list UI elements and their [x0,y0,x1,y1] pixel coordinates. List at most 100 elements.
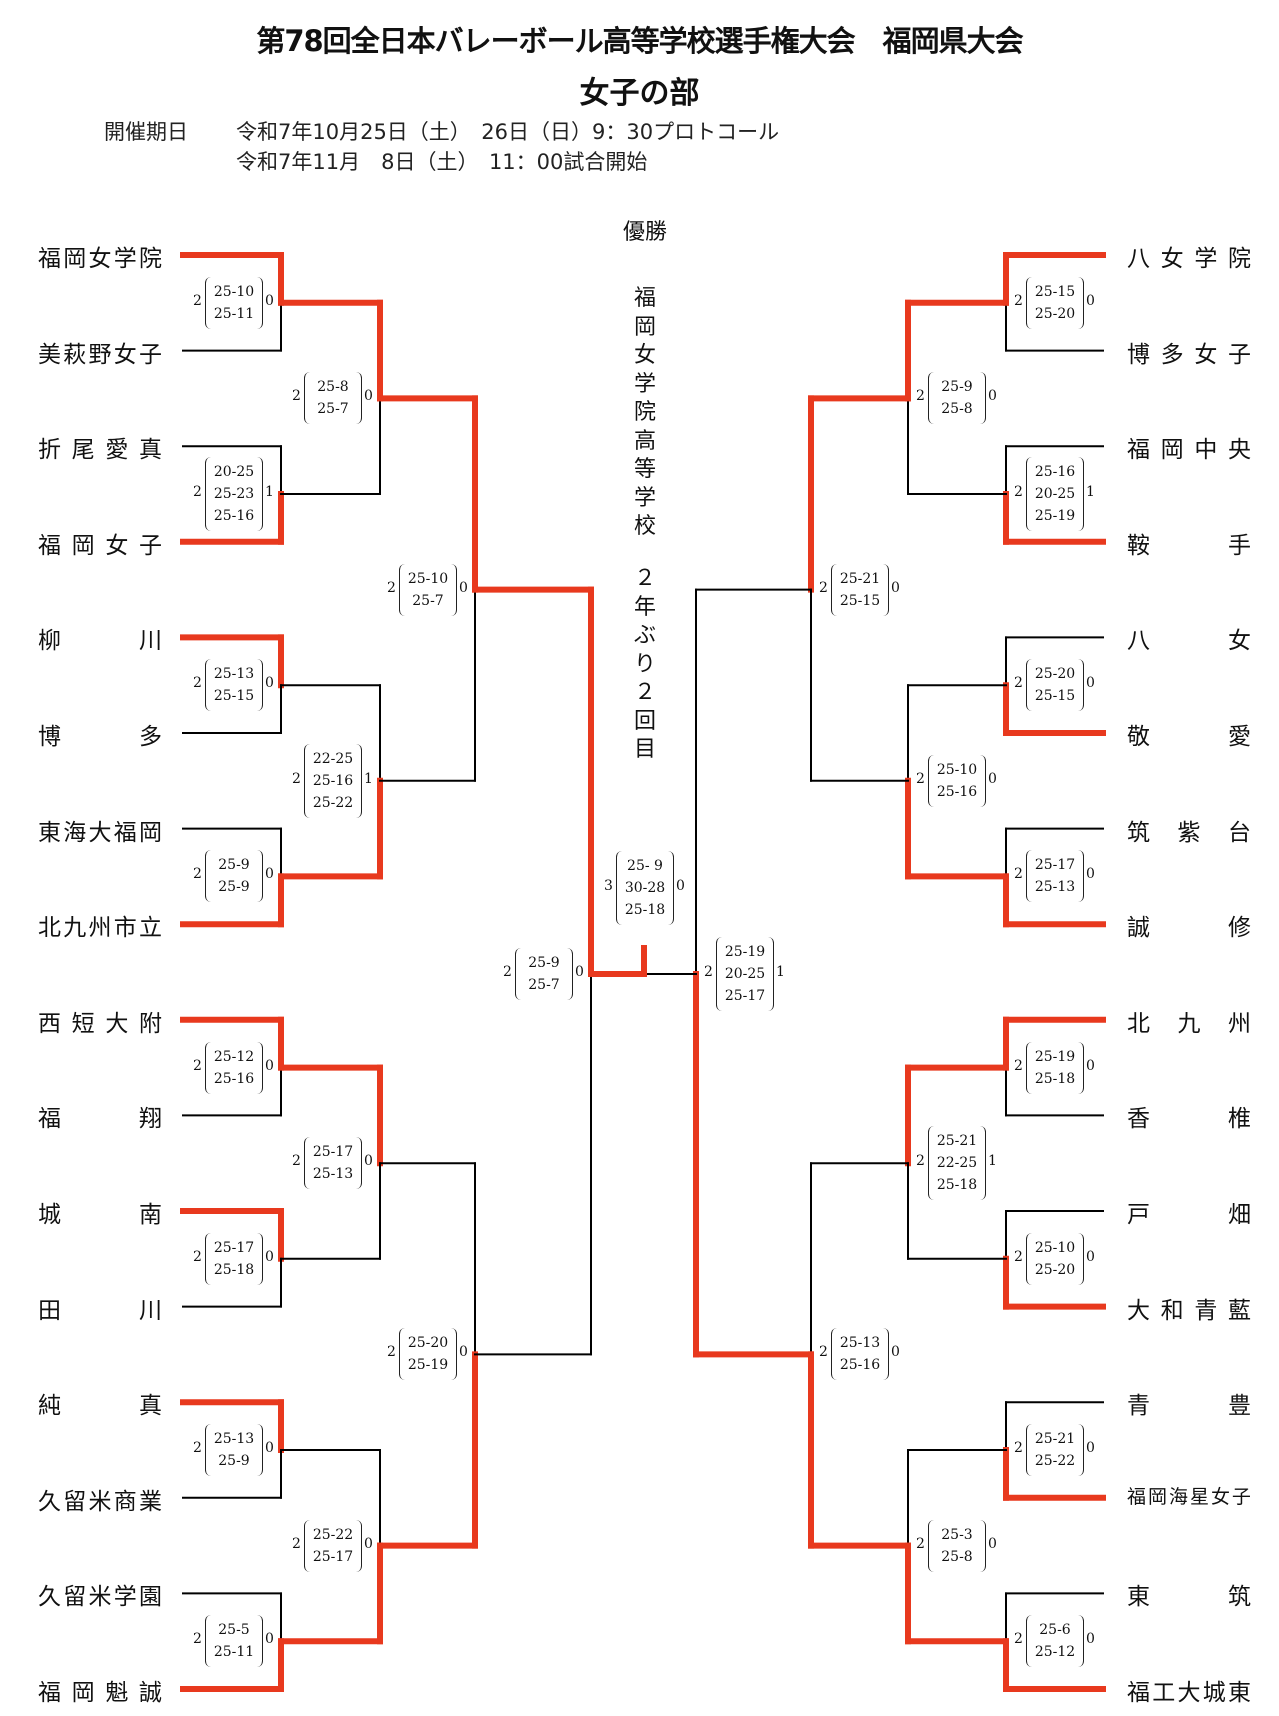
right-team-0: 八女学院 [1127,246,1251,272]
set-score: 25-18 [936,1177,978,1194]
set-score: 20-25 [1034,486,1076,502]
right-team-5: 敬愛 [1127,724,1251,750]
set-score: 25-12 [1034,1644,1076,1661]
left-r1-score: 2 25-17 25-18 0 [193,1232,274,1285]
left-team-15: 福岡魁誠 [38,1680,162,1706]
set-score: 25-10 [936,761,978,778]
set-scores: 25-17 25-18 [205,1232,263,1285]
sets-lost: 0 [1086,866,1095,883]
set-score: 25-9 [218,1453,250,1469]
set-score: 25-16 [312,772,354,789]
set-score: 25-8 [941,1548,973,1565]
right-team-7: 誠修 [1127,915,1251,942]
right-team-6: 筑紫台 [1127,819,1251,846]
right-team-2: 福岡中央 [1127,437,1251,464]
sets-lost: 0 [575,964,584,980]
set-score: 25-17 [213,1239,255,1256]
right-team-10: 戸畑 [1127,1202,1251,1228]
sets-won: 2 [292,1535,301,1552]
set-score: 25-18 [213,1261,255,1278]
left-team-1: 美萩野女子 [38,341,162,368]
sets-lost: 0 [988,388,997,405]
set-score: 25-20 [1034,1261,1076,1278]
sets-lost: 0 [1086,1631,1095,1648]
set-score: 25-7 [528,977,560,993]
tournament-title: 第78回全日本バレーボール高等学校選手権大会 福岡県大会 [256,24,1023,58]
set-score: 25-22 [312,1526,354,1543]
right-team-3: 鞍手 [1127,532,1251,559]
set-score: 25-16 [936,783,978,800]
right-team-9: 香椎 [1127,1106,1251,1133]
sets-won: 2 [193,1248,202,1265]
sets-lost: 0 [265,1248,274,1265]
set-score: 25-19 [724,944,766,960]
sets-lost: 0 [1086,292,1095,309]
champion-school: 福岡女学院高等学校 [633,286,656,539]
left-team-14: 久留米学園 [38,1584,162,1611]
sets-lost: 0 [265,1631,274,1648]
sets-lost: 0 [1086,675,1095,692]
set-score: 25-9 [218,879,250,896]
set-score: 25-9 [941,379,973,396]
set-score: 25-15 [1034,283,1076,300]
sets-lost: 0 [265,292,274,309]
sets-won: 2 [292,1153,301,1170]
set-score: 25-8 [317,379,349,396]
set-score: 25-16 [1034,464,1076,480]
sets-lost: 0 [676,878,685,894]
set-score: 25-7 [412,592,444,609]
sets-won: 2 [292,388,301,405]
set-scores: 25-10 25-16 [928,754,986,807]
left-team-11: 田川 [38,1297,162,1324]
set-score: 22-25 [312,750,354,767]
sets-lost: 1 [776,964,785,980]
date-line-2: 令和7年11月 8日（土） 11：00試合開始 [236,150,648,174]
sets-won: 2 [193,1440,202,1456]
sets-lost: 0 [364,388,373,405]
right-team-15: 福工大城東 [1127,1680,1251,1706]
sets-won: 2 [193,484,202,500]
sets-won: 2 [819,579,828,596]
set-score: 25-18 [624,902,666,918]
set-scores: 25-6 25-12 [1026,1615,1084,1668]
set-score: 25-17 [1034,857,1076,874]
set-score: 25-10 [1034,1239,1076,1256]
sets-won: 2 [1014,866,1023,883]
date-line-1: 令和7年10月25日（土） 26日（日）9：30プロトコール [236,120,780,144]
sets-lost: 0 [1086,1057,1095,1074]
set-score: 25-15 [1034,688,1076,705]
sets-won: 2 [193,292,202,309]
champion-label: 優勝 [622,220,667,245]
set-score: 25-6 [1039,1622,1071,1639]
sets-lost: 0 [988,770,997,787]
sets-won: 2 [916,1153,925,1170]
sets-lost: 0 [891,579,900,596]
set-score: 25-16 [213,508,255,524]
left-team-8: 西短大附 [38,1010,162,1037]
